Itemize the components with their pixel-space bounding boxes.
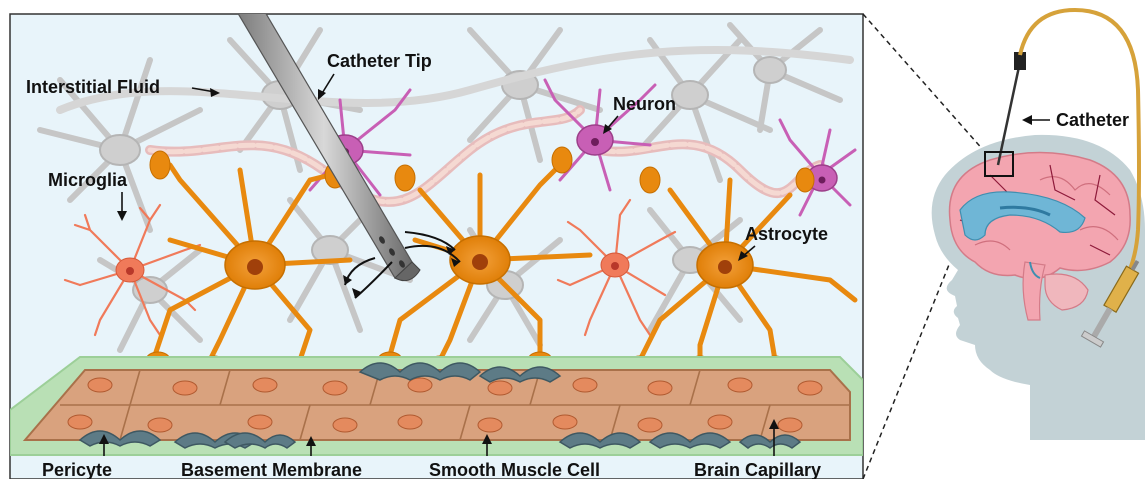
- tissue-panel: Interstitial Fluid Catheter Tip Neuron M…: [10, 0, 863, 479]
- label-catheter: Catheter: [1056, 110, 1129, 130]
- label-brain-capillary: Brain Capillary: [694, 460, 821, 479]
- label-interstitial-fluid: Interstitial Fluid: [26, 77, 160, 97]
- label-neuron: Neuron: [613, 94, 676, 114]
- label-smooth-muscle-cell: Smooth Muscle Cell: [429, 460, 600, 479]
- label-microglia: Microglia: [48, 170, 128, 190]
- label-catheter-tip: Catheter Tip: [327, 51, 432, 71]
- label-pericyte: Pericyte: [42, 460, 112, 479]
- label-astrocyte: Astrocyte: [745, 224, 828, 244]
- label-basement-membrane: Basement Membrane: [181, 460, 362, 479]
- head-illustration: Catheter: [932, 10, 1145, 440]
